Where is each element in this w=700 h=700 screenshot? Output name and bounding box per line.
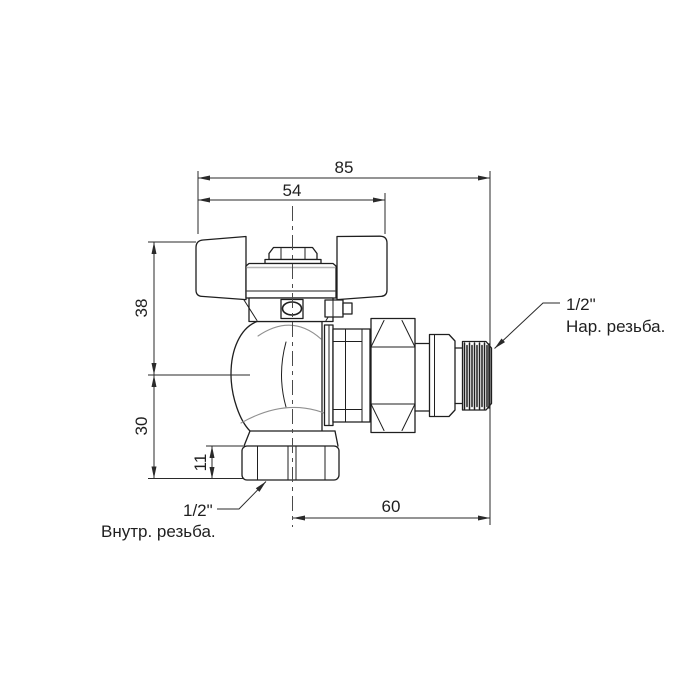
outlet-group: [323, 317, 493, 434]
thread-groove: [454, 347, 464, 405]
dim-height-lower-label: 30: [132, 417, 151, 436]
body-to-nut-flare: [243, 430, 339, 447]
female-thread-size-label: 1/2": [183, 501, 213, 520]
body-top-saddle-arc: [257, 324, 322, 340]
small-hex: [428, 333, 456, 418]
tailpiece-flange: [332, 328, 371, 423]
dimension-arrowheads: [151, 175, 490, 521]
handle-top-nut-facets: [280, 248, 306, 260]
valve-body-group: [230, 320, 339, 447]
female-thread-type-label: Внутр. резьба.: [101, 522, 216, 541]
handle-group: [195, 235, 388, 301]
male-thread-type-label: Нар. резьба.: [566, 317, 665, 336]
extension-lines: [148, 171, 491, 525]
dim-overall-width-label: 85: [335, 158, 354, 177]
dim-handle-width-label: 54: [283, 181, 302, 200]
union-nut-facets: [370, 320, 416, 431]
male-thread-hatch: [463, 342, 490, 410]
valve-bore-curve: [281, 341, 287, 408]
bottom-nut-facets: [257, 445, 326, 481]
dim-nut-height-label: 11: [191, 454, 210, 472]
dimensions-group: [148, 171, 560, 525]
handle-wing-right: [336, 235, 388, 301]
dim-height-upper-label: 38: [132, 299, 151, 318]
male-thread-size-label: 1/2": [566, 295, 596, 314]
dimension-text-group: 85 54 38 30 11 60: [132, 158, 400, 516]
thread-labels-group: 1/2" Нар. резьба. 1/2" Внутр. резьба.: [101, 295, 665, 541]
dim-outlet-length-label: 60: [382, 497, 401, 516]
bottom-nut-group: [241, 445, 340, 481]
union-neck: [414, 342, 432, 412]
union-nut: [370, 317, 416, 434]
stem-tab-outer: [342, 302, 353, 315]
handle-wing-left: [195, 235, 247, 301]
bottom-nut: [241, 445, 340, 481]
leader-arrowheads: [255, 338, 505, 492]
leader-female-thread: [217, 481, 267, 510]
tailpiece-details: [332, 328, 363, 423]
leader-male-thread: [494, 302, 560, 349]
handle-hub: [245, 262, 337, 299]
stem-tab: [324, 299, 344, 318]
